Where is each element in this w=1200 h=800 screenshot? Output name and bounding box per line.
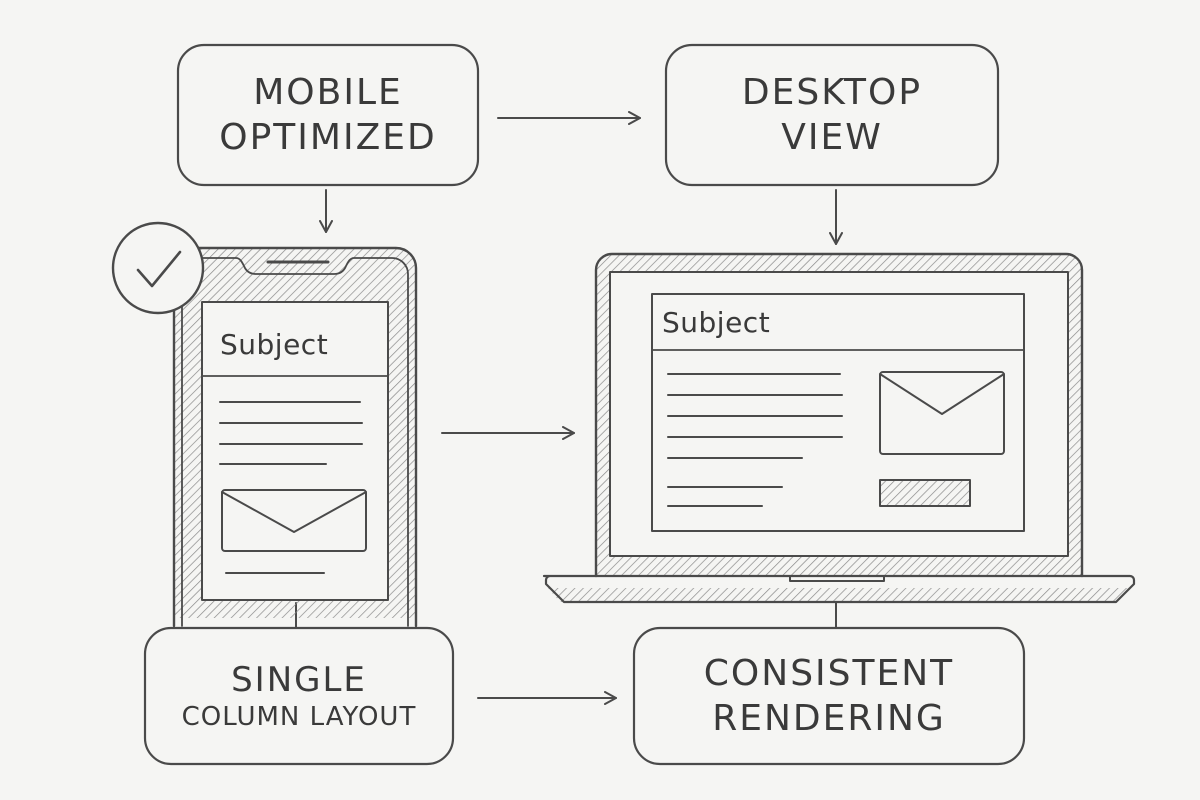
laptop-screen [609, 271, 1069, 557]
phone-screen [201, 301, 389, 601]
laptop-subject: Subject [662, 306, 771, 339]
consistent-rendering-line2: RENDERING [712, 698, 946, 739]
phone-subject: Subject [220, 328, 329, 361]
mobile-optimized-line1: MOBILE [253, 72, 403, 113]
consistent-rendering-line1: CONSISTENT [703, 653, 955, 694]
desktop-view-line2: VIEW [781, 117, 883, 158]
consistent-rendering-label: CONSISTENT RENDERING [634, 628, 1024, 764]
single-column-box [143, 626, 455, 766]
desktop-view-line1: DESKTOP [741, 72, 923, 113]
phone-envelope-icon [221, 489, 367, 552]
laptop-button [880, 480, 970, 506]
checkmark-icon [111, 221, 205, 315]
desktop-view-box [664, 43, 1000, 187]
single-column-line2: COLUMN LAYOUT [181, 702, 417, 732]
mobile-optimized-box [176, 43, 480, 187]
desktop-view-label: DESKTOP VIEW [666, 45, 998, 185]
phone-device [172, 246, 418, 628]
mobile-optimized-line2: OPTIMIZED [219, 117, 437, 158]
single-column-line1: SINGLE [231, 659, 367, 700]
mobile-optimized-label: MOBILE OPTIMIZED [178, 45, 478, 185]
single-column-label: SINGLE COLUMN LAYOUT [145, 628, 453, 764]
consistent-rendering-box [632, 626, 1026, 766]
laptop-device [542, 252, 1136, 604]
laptop-envelope-icon [879, 371, 1005, 455]
